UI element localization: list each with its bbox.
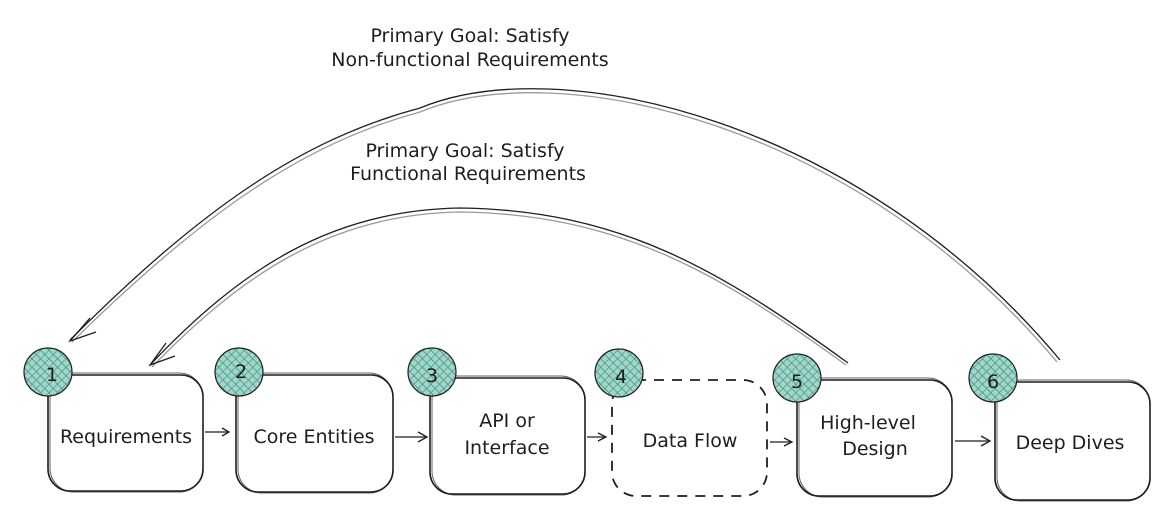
step-label: Requirements [60, 426, 192, 448]
nonfunctional-goal-label: Primary Goal: Satisfy Non-functional Req… [331, 25, 608, 71]
step-label: Core Entities [253, 426, 374, 448]
functional-goal-line2: Functional Requirements [350, 163, 586, 185]
step-number-badge [968, 353, 1018, 403]
step-core-entities: 2 Core Entities [214, 347, 394, 494]
step-requirements: 1 Requirements [23, 347, 204, 493]
step-high-level-design: 5 High-level Design [772, 353, 953, 498]
step-number-badge [407, 347, 457, 397]
step-label-line1: High-level [820, 412, 916, 434]
step-data-flow: 4 Data Flow [594, 348, 768, 497]
step-number-badge [594, 348, 644, 398]
arrow-4-to-5 [770, 437, 794, 447]
step-label-line1: API or [479, 410, 535, 432]
step-label: Data Flow [643, 430, 738, 452]
step-number: 3 [426, 365, 438, 387]
nonfunctional-arrowhead [67, 317, 97, 343]
step-number-badge [772, 353, 822, 403]
functional-arrowhead [148, 342, 176, 367]
nonfunctional-goal-line1: Primary Goal: Satisfy [370, 25, 569, 47]
step-deep-dives: 6 Deep Dives [968, 353, 1151, 502]
arrow-5-to-6 [955, 435, 992, 447]
step-number-badge [214, 347, 264, 397]
arrow-2-to-3 [395, 431, 429, 443]
step-label: Deep Dives [1016, 432, 1125, 454]
functional-goal-line1: Primary Goal: Satisfy [365, 140, 564, 162]
step-label-line2: Design [842, 438, 908, 460]
arrow-3-to-4 [587, 432, 608, 442]
nonfunctional-goal-line2: Non-functional Requirements [331, 49, 608, 71]
step-number: 1 [46, 364, 58, 386]
step-label-line2: Interface [464, 437, 549, 459]
step-connectors [205, 427, 992, 447]
step-api-or-interface: 3 API or Interface [407, 347, 586, 496]
step-number-badge [23, 347, 73, 397]
step-number: 5 [791, 371, 803, 393]
nonfunctional-arc [67, 88, 1061, 363]
functional-goal-label: Primary Goal: Satisfy Functional Require… [350, 140, 586, 185]
arrow-1-to-2 [205, 427, 231, 437]
step-number: 6 [987, 371, 999, 393]
functional-arc [148, 207, 849, 368]
step-number: 2 [235, 361, 247, 383]
step-number: 4 [615, 366, 627, 388]
